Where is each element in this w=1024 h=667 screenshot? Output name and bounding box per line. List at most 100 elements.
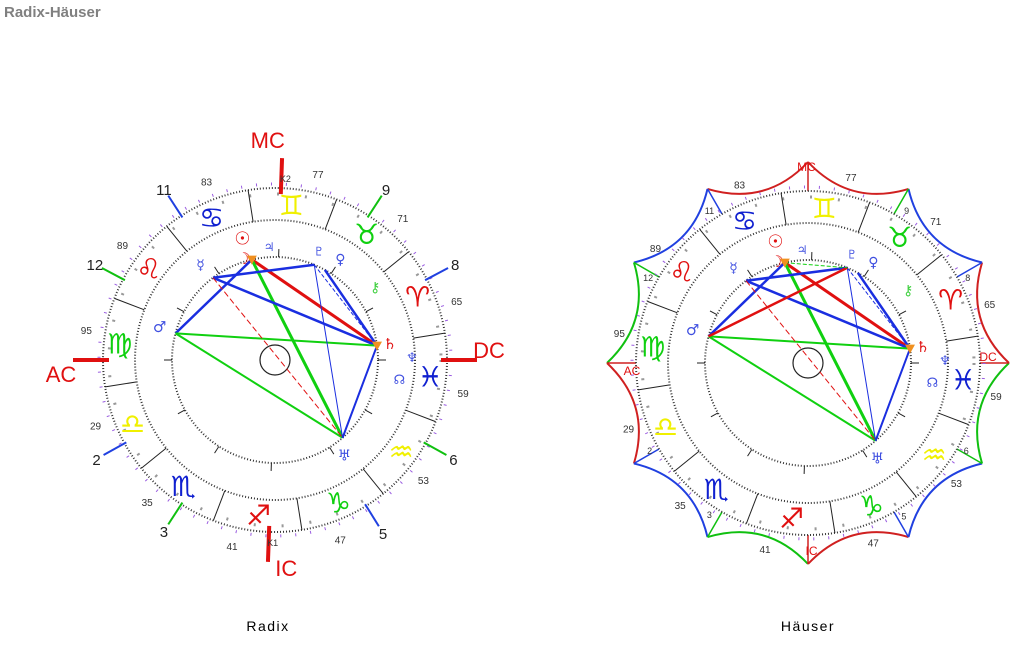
sign-boundary — [362, 468, 384, 494]
sign-boundary — [946, 335, 978, 342]
sign-leo-icon: ♌ — [136, 252, 161, 285]
aspect-line — [783, 261, 911, 350]
mc-label: MC — [797, 160, 816, 174]
house-number-8: 8 — [965, 273, 970, 283]
degree-dot-ring — [640, 195, 976, 531]
sign-boundary — [916, 254, 942, 276]
aspect-line — [745, 280, 876, 442]
sign-boundary — [413, 332, 445, 339]
house-cusp-tick — [177, 409, 186, 415]
degree-label: 65 — [984, 300, 996, 311]
house-star-edge — [907, 188, 983, 264]
sign-aries-icon: ♈ — [405, 281, 430, 314]
degree-label: 41 — [226, 542, 238, 553]
degree-label: 71 — [930, 217, 942, 228]
aspect-marker — [371, 341, 382, 351]
house-star-edge — [707, 161, 809, 195]
house-cusp-tick — [176, 307, 185, 313]
degree-label: 65 — [451, 297, 463, 308]
degree-label: 53 — [418, 476, 430, 487]
degree-label: 53 — [951, 479, 963, 490]
aspect-line — [874, 348, 911, 442]
planet-uranus-icon: ♅ — [871, 449, 884, 467]
sign-taurus-icon: ♉ — [887, 221, 912, 254]
degree-label: 83 — [201, 178, 213, 189]
house-cusp-line — [167, 195, 184, 218]
sign-boundary — [938, 412, 969, 426]
ac-label: AC — [624, 364, 641, 378]
house-cusp-tick — [710, 412, 719, 418]
sign-pisces-icon: ♓ — [951, 363, 976, 396]
planet-chiron-icon: ⚷ — [903, 283, 913, 299]
sign-inner-ring — [667, 222, 949, 504]
house-cusp-tick — [330, 266, 336, 274]
sign-boundary — [141, 447, 167, 469]
house-cusp-tick — [747, 269, 753, 277]
sign-taurus-icon: ♉ — [354, 218, 379, 251]
aspect-line — [708, 335, 911, 350]
house-cusp-tick — [898, 310, 907, 316]
aspect-line — [846, 267, 877, 441]
sign-aquarius-icon: ♒ — [922, 439, 947, 472]
degree-label: 29 — [90, 421, 102, 432]
house-cusp-tick — [747, 449, 753, 457]
k-label: K2 — [280, 174, 291, 184]
planet-jupiter-icon: ♃ — [264, 240, 275, 254]
sign-boundary — [745, 493, 759, 524]
degree-label: 59 — [458, 389, 470, 400]
house-star-spoke — [956, 448, 983, 465]
aspect-line — [250, 258, 378, 347]
sign-cancer-icon: ♋ — [199, 201, 224, 234]
aspect-marker — [779, 258, 790, 268]
house-star-spoke — [893, 511, 910, 538]
house-cusp-line — [364, 503, 380, 527]
sign-boundary — [699, 229, 721, 255]
house-cusp-line — [423, 441, 447, 456]
degree-label: 83 — [734, 181, 746, 192]
house-cusp-tick — [709, 310, 718, 316]
degree-label: 47 — [335, 535, 347, 546]
sign-inner-ring — [134, 219, 416, 501]
sign-boundary — [647, 300, 678, 314]
dc-label: DC — [473, 338, 505, 363]
degree-label: 29 — [623, 424, 635, 435]
degree-label: 59 — [991, 392, 1003, 403]
sign-libra-icon: ♎ — [653, 410, 678, 443]
planet-saturn-icon: ♄ — [383, 335, 396, 353]
house-star-edge — [606, 262, 640, 364]
house-number-9: 9 — [382, 182, 390, 199]
sign-gemini-icon: ♊ — [812, 192, 837, 225]
planet-node-icon: ☊ — [394, 373, 406, 388]
house-star-edge — [907, 462, 983, 538]
house-number-3: 3 — [707, 510, 712, 520]
house-star-edge — [976, 262, 1010, 364]
house-star-spoke — [633, 448, 660, 465]
house-number-6: 6 — [449, 452, 457, 469]
aspect-line — [745, 279, 911, 350]
planet-pluto-icon: ♇ — [846, 248, 857, 262]
planet-uranus-icon: ♅ — [338, 446, 351, 464]
house-star-edge — [807, 531, 909, 565]
aspect-line — [250, 258, 344, 439]
house-star-edge — [633, 188, 709, 264]
sign-boundary — [324, 199, 338, 230]
house-cusp-line — [366, 195, 383, 218]
aspect-line — [323, 269, 379, 347]
aspect-line — [707, 335, 877, 442]
aspect-line — [212, 263, 315, 279]
dc-label: DC — [979, 350, 997, 364]
sign-virgo-icon: ♍ — [640, 331, 665, 364]
radix-caption: Radix — [246, 618, 290, 634]
ic-label: IC — [806, 544, 818, 558]
degree-label: 95 — [81, 326, 93, 337]
degree-label: 47 — [868, 538, 880, 549]
planet-neptune-icon: ♆ — [939, 354, 951, 369]
house-number-12: 12 — [87, 257, 104, 274]
planet-venus-icon: ♀ — [335, 252, 345, 268]
house-number-9: 9 — [904, 206, 909, 216]
sign-boundary — [105, 381, 137, 388]
house-number-2: 2 — [92, 452, 100, 469]
sign-gemini-icon: ♊ — [279, 189, 304, 222]
center-circle — [792, 347, 824, 379]
